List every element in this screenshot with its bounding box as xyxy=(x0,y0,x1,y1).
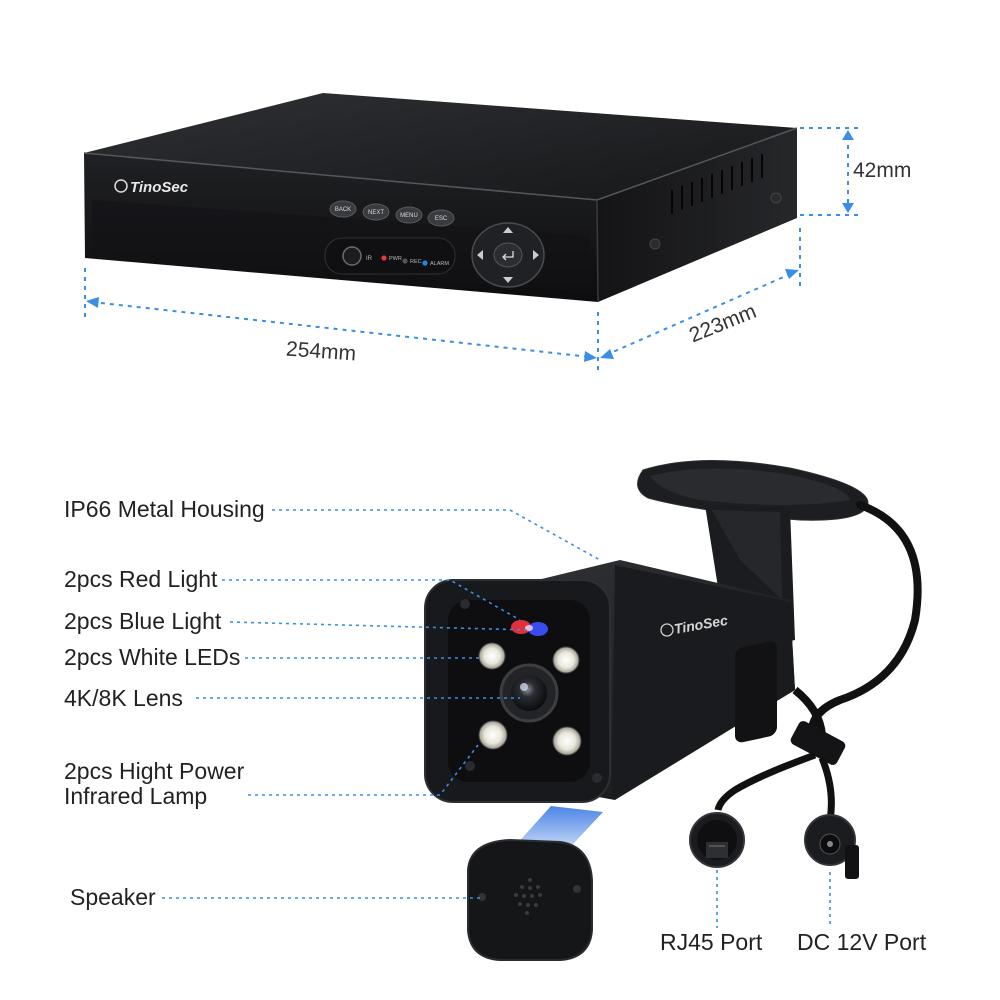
usb-port-icon xyxy=(342,246,362,266)
camera-lens xyxy=(499,663,559,723)
callout-blue-light: 2pcs Blue Light xyxy=(64,608,222,634)
callout-white-leds: 2pcs White LEDs xyxy=(64,644,241,670)
arrow-left-icon xyxy=(477,250,483,260)
svg-text:REC: REC xyxy=(410,259,422,265)
indicator-pwr: PWR xyxy=(381,255,402,262)
side-vents xyxy=(671,154,763,214)
svg-text:PWR: PWR xyxy=(389,256,402,262)
screw-icon xyxy=(460,599,470,609)
dimension-arrowheads xyxy=(86,130,854,362)
side-screw-icon xyxy=(649,238,661,250)
dvr-button-esc-label: ESC xyxy=(435,216,448,222)
dvr-brand-text: TinoSec xyxy=(130,179,189,196)
camera-cables xyxy=(689,686,859,879)
side-screw-icon xyxy=(770,192,782,204)
dvr-button-esc[interactable]: ESC xyxy=(427,209,455,227)
dvr-button-back[interactable]: BACK xyxy=(329,200,357,218)
white-led xyxy=(552,646,580,674)
dvr-button-next[interactable]: NEXT xyxy=(362,203,390,221)
dvr-button-back-label: BACK xyxy=(335,207,351,213)
dvr-dpad[interactable] xyxy=(471,222,545,288)
dvr-height-label: 42mm xyxy=(853,159,912,182)
infrared-lamp xyxy=(478,720,508,750)
callout-red-light: 2pcs Red Light xyxy=(64,566,218,592)
arrow-up-icon xyxy=(503,227,513,233)
indicator-rec: REC xyxy=(402,258,422,265)
bullet-camera: TinoSec xyxy=(424,459,922,803)
screw-icon xyxy=(465,761,475,771)
ir-label: IR xyxy=(366,256,373,262)
speaker-grille-icon xyxy=(514,878,542,915)
callout-infrared-line2: Infrared Lamp xyxy=(64,783,208,809)
callout-ip66-housing: IP66 Metal Housing xyxy=(64,496,265,522)
callout-leaders xyxy=(162,509,831,928)
indicator-alarm: ALARM xyxy=(422,260,449,267)
rj45-port-label: RJ45 Port xyxy=(660,929,763,955)
white-led xyxy=(478,642,506,670)
dvr-button-menu[interactable]: MENU xyxy=(395,206,423,224)
dvr-brand-logo: TinoSec xyxy=(114,179,189,196)
dvr-button-next-label: NEXT xyxy=(368,210,384,216)
dvr-button-menu-label: MENU xyxy=(400,213,418,219)
callout-speaker: Speaker xyxy=(70,884,156,910)
dvr-width-label: 254mm xyxy=(285,337,357,366)
screw-icon xyxy=(592,773,602,783)
arrow-down-icon xyxy=(503,277,513,283)
dc-port-label: DC 12V Port xyxy=(797,929,927,955)
callout-infrared-line1: 2pcs Hight Power xyxy=(64,758,245,784)
speaker-closeup xyxy=(467,838,593,961)
dvr-indicator-panel xyxy=(324,237,456,275)
dc-connector xyxy=(804,814,859,879)
callout-lens: 4K/8K Lens xyxy=(64,685,183,711)
dvr-recorder: TinoSec BACK NEXT MENU ESC IR PWR REC xyxy=(83,93,798,303)
svg-text:ALARM: ALARM xyxy=(430,261,449,267)
infrared-lamp xyxy=(552,726,582,756)
rj45-connector xyxy=(689,812,745,868)
arrow-right-icon xyxy=(533,250,539,260)
dimension-lines xyxy=(84,127,860,372)
enter-icon xyxy=(502,251,514,261)
